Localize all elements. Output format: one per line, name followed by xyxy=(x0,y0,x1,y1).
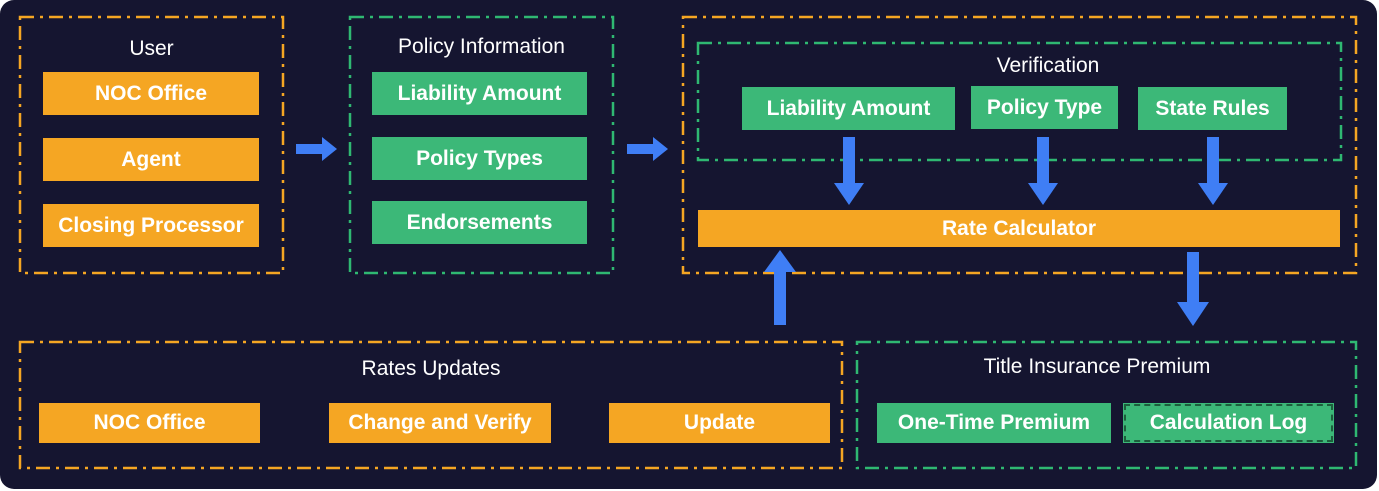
rates-updates-item-noc-office: NOC Office xyxy=(39,403,260,443)
verification-item-liability-amount: Liability Amount xyxy=(742,87,955,130)
user-title: User xyxy=(129,37,174,60)
user-item-agent: Agent xyxy=(43,138,259,181)
policy-information-title: Policy Information xyxy=(398,35,565,58)
verification-item-state-rules: State Rules xyxy=(1138,87,1287,130)
policy-item-liability-amount: Liability Amount xyxy=(372,72,587,115)
arrow-down-icon xyxy=(834,137,864,205)
rates-updates-title: Rates Updates xyxy=(361,357,501,380)
arrow-right-icon xyxy=(296,137,337,161)
rate-calculator-bar: Rate Calculator xyxy=(698,210,1340,247)
rates-updates-item-change-and-verify: Change and Verify xyxy=(329,403,551,443)
premium-item-calculation-log: Calculation Log xyxy=(1123,403,1334,443)
policy-item-endorsements: Endorsements xyxy=(372,201,587,244)
rates-updates-item-update: Update xyxy=(609,403,830,443)
policy-information-frame xyxy=(348,15,615,275)
arrow-down-icon xyxy=(1198,137,1228,205)
user-frame xyxy=(18,15,285,275)
arrow-up-icon xyxy=(764,250,796,325)
arrow-down-icon xyxy=(1177,252,1209,326)
rates-updates-frame xyxy=(18,340,844,470)
title-insurance-premium-title: Title Insurance Premium xyxy=(983,355,1211,378)
arrow-down-icon xyxy=(1028,137,1058,205)
user-item-noc-office: NOC Office xyxy=(43,72,259,115)
verification-inner-frame xyxy=(696,41,1343,162)
policy-item-policy-types: Policy Types xyxy=(372,137,587,180)
premium-item-one-time-premium: One-Time Premium xyxy=(877,403,1111,443)
verification-item-policy-type: Policy Type xyxy=(971,86,1118,129)
arrow-right-icon xyxy=(627,137,668,161)
title-insurance-premium-frame xyxy=(855,340,1358,470)
user-item-closing-processor: Closing Processor xyxy=(43,204,259,247)
verification-title: Verification xyxy=(996,54,1100,77)
